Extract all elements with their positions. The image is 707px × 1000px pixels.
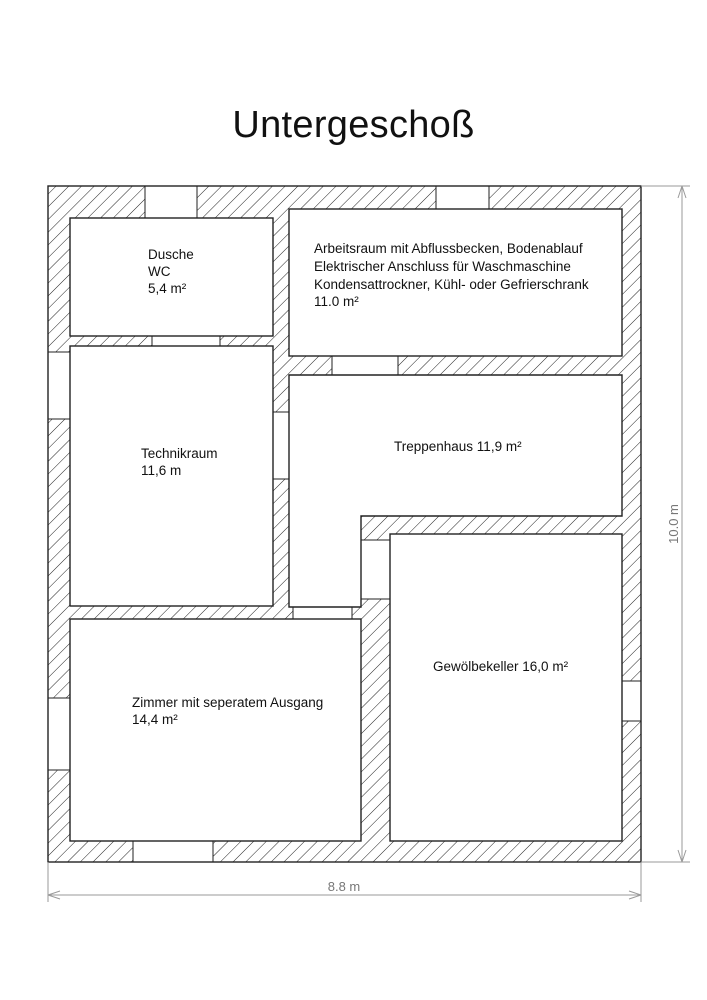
door-technikraum <box>272 411 290 480</box>
technikraum-area: 11,6 m <box>141 463 181 478</box>
room-arbeitsraum <box>288 208 623 357</box>
window-top-right <box>435 185 490 210</box>
label-zimmer: Zimmer mit seperatem Ausgang 14,4 m² <box>132 695 323 727</box>
outlines <box>47 185 642 863</box>
zimmer-area: 14,4 m² <box>132 712 178 727</box>
dusche-name: Dusche <box>148 247 194 262</box>
door-arbeitsraum <box>331 355 399 376</box>
arbeitsraum-line2: Elektrischer Anschluss für Waschmaschine <box>314 259 571 274</box>
window-left-upper <box>47 351 71 420</box>
dimension-lines <box>47 185 690 902</box>
label-technikraum: Technikraum 11,6 m <box>141 446 218 478</box>
arbeitsraum-area: 11.0 m² <box>314 294 359 309</box>
room-zimmer <box>69 618 362 842</box>
gewoelbekeller-label: Gewölbekeller 16,0 m² <box>433 659 569 674</box>
door-zimmer <box>292 606 353 620</box>
room-dusche <box>69 217 274 337</box>
window-bottom <box>132 840 214 863</box>
wall-hatching <box>48 186 641 862</box>
label-arbeitsraum: Arbeitsraum mit Abflussbecken, Bodenabla… <box>314 241 589 309</box>
room-treppenhaus <box>288 374 623 608</box>
arbeitsraum-line3: Kondensattrockner, Kühl- oder Gefriersch… <box>314 277 589 292</box>
room-technikraum <box>69 345 274 607</box>
treppenhaus-label: Treppenhaus 11,9 m² <box>394 439 522 454</box>
room-gewoelbekeller <box>389 533 623 842</box>
dusche-wc: WC <box>148 264 171 279</box>
zimmer-name: Zimmer mit seperatem Ausgang <box>132 695 323 710</box>
arbeitsraum-line1: Arbeitsraum mit Abflussbecken, Bodenabla… <box>314 241 583 256</box>
dim-width-label: 8.8 m <box>328 879 361 894</box>
door-dusche <box>151 335 221 347</box>
window-right <box>621 680 642 722</box>
window-top-left <box>144 185 198 219</box>
window-left-lower <box>47 697 71 771</box>
page-title: Untergeschoß <box>232 104 475 146</box>
outer-wall <box>47 185 642 863</box>
dusche-area: 5,4 m² <box>148 281 187 296</box>
door-gewoelbekeller <box>360 539 391 600</box>
technikraum-name: Technikraum <box>141 446 218 461</box>
label-dusche: Dusche WC 5,4 m² <box>148 247 194 296</box>
dim-height-label: 10.0 m <box>666 504 681 544</box>
